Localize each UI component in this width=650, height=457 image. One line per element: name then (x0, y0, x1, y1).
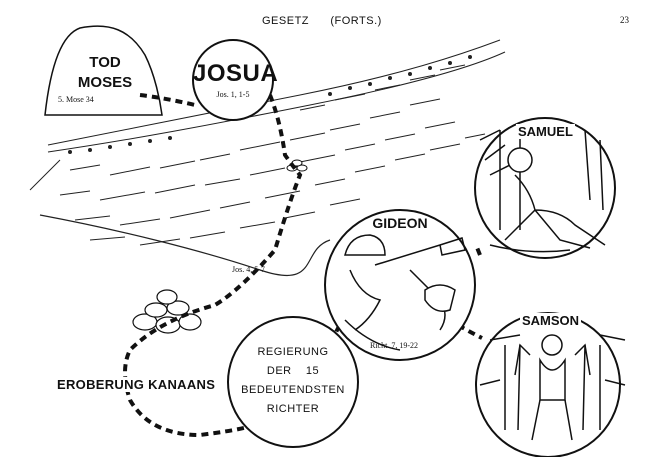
samuel-title: SAMUEL (516, 124, 575, 139)
header-title: GESETZ (262, 15, 310, 27)
judges-line2-word: DER (266, 365, 292, 377)
judges-text: REGIERUNG DER 15 BEDEUTENDSTEN RICHTER (228, 343, 358, 419)
samuel-portrait-illustration (479, 125, 606, 253)
moses-reference: 5. Mose 34 (58, 95, 94, 104)
judges-line1: REGIERUNG (257, 346, 329, 358)
moses-title: TOD MOSES (70, 53, 140, 93)
moses-label-line1: TOD (89, 54, 121, 71)
jordan-reference: Jos. 4, 5-7 (232, 265, 265, 274)
judges-circle (227, 316, 359, 448)
moses-label-line2: MOSES (77, 74, 133, 91)
judges-line4: BEDEUTENDSTEN (241, 384, 345, 396)
josua-title: JOSUA (193, 60, 279, 87)
samson-portrait-illustration (479, 334, 626, 441)
memorial-stones-icon (132, 289, 202, 334)
gideon-circle (324, 209, 476, 361)
page-number: 23 (620, 15, 629, 25)
judges-line3-number: 15 (305, 365, 320, 377)
josua-circle (192, 39, 274, 121)
page-header: GESETZ (FORTS.) (262, 15, 382, 27)
gideon-portrait-illustration (344, 234, 466, 351)
mountain-illustration (44, 25, 163, 116)
river-illustration (29, 39, 506, 277)
header-subtitle: (FORTS.) (330, 15, 382, 27)
gideon-reference: Richt. 7, 19-22 (370, 341, 418, 350)
conquest-title: EROBERUNG KANAANS (55, 377, 218, 392)
tree-line (68, 55, 472, 154)
samson-title: SAMSON (520, 313, 582, 328)
judges-line2: DER 15 (228, 362, 358, 381)
judges-line5: RICHTER (266, 403, 320, 415)
gideon-title: GIDEON (372, 215, 428, 231)
josua-reference: Jos. 1, 1-5 (216, 90, 250, 99)
